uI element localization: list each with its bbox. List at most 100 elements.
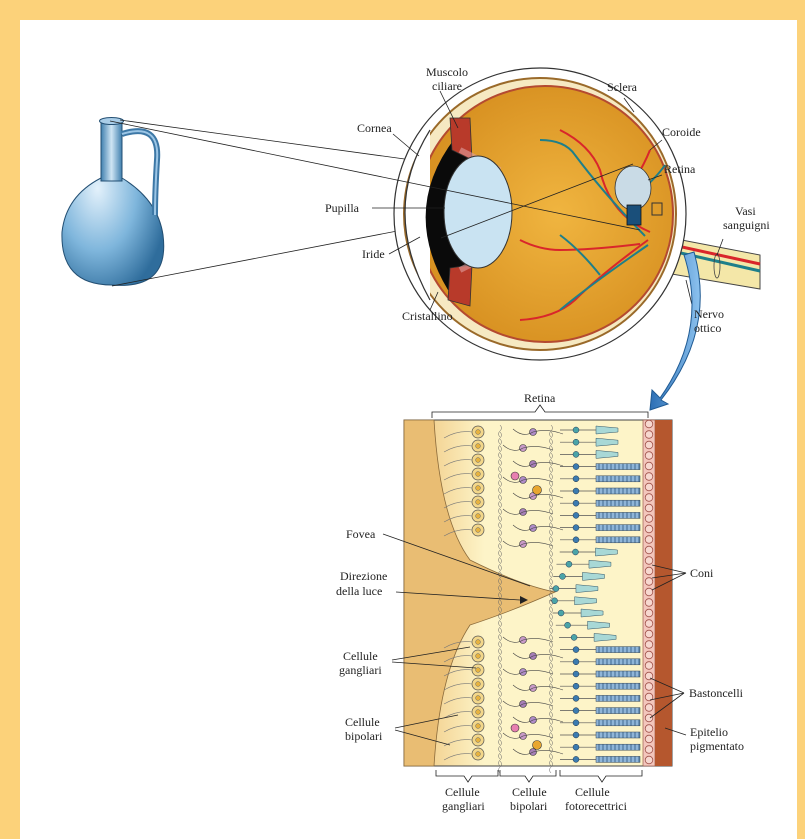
- pigment-epithelium-cell: [645, 746, 653, 754]
- pigment-epithelium-cell: [645, 431, 653, 439]
- pigment-epithelium-cell: [645, 504, 653, 512]
- retina-cross-section: [404, 420, 672, 766]
- rod-outer-segment: [596, 488, 640, 494]
- rod-outer-segment: [596, 537, 640, 543]
- rod-nucleus: [573, 512, 579, 518]
- ganglion-nucleus: [476, 752, 481, 757]
- pigment-epithelium-cell: [645, 536, 653, 544]
- rod-outer-segment: [596, 512, 640, 518]
- label-bastoncelli: Bastoncelli: [689, 686, 744, 700]
- bipolar-cell-highlight: [533, 741, 542, 750]
- pigment-epithelium-cell: [645, 620, 653, 628]
- rod-nucleus: [573, 659, 579, 665]
- pigment-epithelium-cell: [645, 714, 653, 722]
- rod-nucleus: [573, 537, 579, 543]
- cone-nucleus: [573, 427, 579, 433]
- rod-outer-segment: [596, 683, 640, 689]
- cone-nucleus: [572, 549, 578, 555]
- rod-outer-segment: [596, 695, 640, 701]
- label-direzione-1: Direzione: [340, 569, 387, 583]
- label-coroide: Coroide: [662, 125, 701, 139]
- bipolar-cell-highlight: [533, 486, 542, 495]
- cone-nucleus: [573, 451, 579, 457]
- pigment-epithelium-cell: [645, 662, 653, 670]
- ganglion-nucleus: [476, 640, 481, 645]
- rod-outer-segment: [596, 756, 640, 762]
- rod-outer-segment: [596, 500, 640, 506]
- cone-nucleus: [566, 561, 572, 567]
- rod-nucleus: [573, 525, 579, 531]
- pigment-epithelium-cell: [645, 599, 653, 607]
- pigment-epithelium-cell: [645, 704, 653, 712]
- rod-nucleus: [573, 695, 579, 701]
- ganglion-nucleus: [476, 654, 481, 659]
- rod-nucleus: [573, 732, 579, 738]
- pigment-epithelium-cell: [645, 725, 653, 733]
- label-muscolo-ciliare-1: Muscolo: [426, 65, 468, 79]
- label-cornea: Cornea: [357, 121, 392, 135]
- rod-outer-segment: [596, 647, 640, 653]
- label-cellule-gangliari-2: gangliari: [339, 663, 382, 677]
- label-epitelio-2: pigmentato: [690, 739, 744, 753]
- cone-nucleus: [565, 622, 571, 628]
- cone-nucleus: [571, 634, 577, 640]
- cone-nucleus: [559, 573, 565, 579]
- rod-nucleus: [573, 708, 579, 714]
- ganglion-nucleus: [476, 738, 481, 743]
- label-pupilla: Pupilla: [325, 201, 360, 215]
- projection-line-top: [120, 120, 441, 164]
- ganglion-nucleus: [476, 696, 481, 701]
- label-vasi-1: Vasi: [735, 204, 756, 218]
- rod-nucleus: [573, 647, 579, 653]
- rod-outer-segment: [596, 476, 640, 482]
- cone-nucleus: [558, 610, 564, 616]
- label-cellule-gangliari-1: Cellule: [343, 649, 378, 663]
- label-nervo-2: ottico: [694, 321, 721, 335]
- rod-outer-segment: [596, 720, 640, 726]
- label-bottom-fotorecettrici-2: fotorecettrici: [565, 799, 628, 813]
- pigment-epithelium-cell: [645, 515, 653, 523]
- label-bottom-gangliari-1: Cellule: [445, 785, 480, 799]
- rod-outer-segment: [596, 464, 640, 470]
- pigment-epithelium-cell: [645, 651, 653, 659]
- label-bottom-fotorecettrici-1: Cellule: [575, 785, 610, 799]
- rod-outer-segment: [596, 659, 640, 665]
- label-bottom-bipolari-1: Cellule: [512, 785, 547, 799]
- pigment-epithelium-cell: [645, 641, 653, 649]
- ganglion-nucleus: [476, 724, 481, 729]
- rod-nucleus: [573, 488, 579, 494]
- label-retina-title: Retina: [524, 391, 556, 405]
- pigment-epithelium-cell: [645, 630, 653, 638]
- pigment-epithelium-cell: [645, 494, 653, 502]
- pigment-epithelium-cell: [645, 452, 653, 460]
- rod-nucleus: [573, 756, 579, 762]
- pigment-epithelium-cell: [645, 462, 653, 470]
- pigment-epithelium-cell: [645, 473, 653, 481]
- label-fovea: Fovea: [346, 527, 376, 541]
- rod-nucleus: [573, 476, 579, 482]
- rod-nucleus: [573, 500, 579, 506]
- rod-nucleus: [573, 671, 579, 677]
- label-bottom-gangliari-2: gangliari: [442, 799, 485, 813]
- pigment-epithelium-cell: [645, 441, 653, 449]
- label-sclera: Sclera: [607, 80, 638, 94]
- rod-outer-segment: [596, 744, 640, 750]
- label-iride: Iride: [362, 247, 385, 261]
- rod-outer-segment: [596, 525, 640, 531]
- ganglion-nucleus: [476, 472, 481, 477]
- label-bottom-bipolari-2: bipolari: [510, 799, 548, 813]
- rod-outer-segment: [596, 732, 640, 738]
- pigment-epithelium-cell: [645, 756, 653, 764]
- pigment-epithelium-cell: [645, 578, 653, 586]
- cone-nucleus: [573, 439, 579, 445]
- label-retina-eye: Retina: [664, 162, 696, 176]
- label-nervo-1: Nervo: [694, 307, 724, 321]
- label-cristallino: Cristallino: [402, 309, 453, 323]
- label-vasi-2: sanguigni: [723, 218, 770, 232]
- bipolar-cell-highlight: [511, 472, 519, 480]
- pigment-epithelium-cell: [645, 420, 653, 428]
- vase-illustration: [62, 118, 164, 286]
- ganglion-nucleus: [476, 682, 481, 687]
